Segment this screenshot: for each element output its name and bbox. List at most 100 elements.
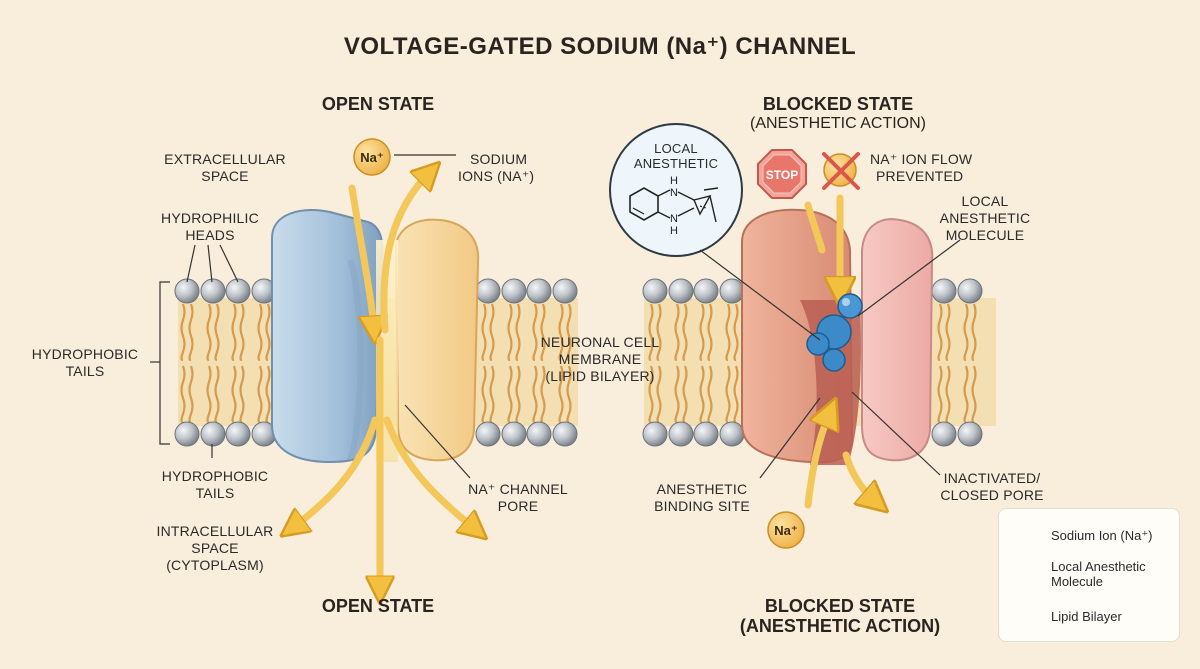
lipid-tail [206,303,212,362]
lipid-head [668,421,694,447]
blocked-state-bottom-label: BLOCKED STATE (ANESTHETIC ACTION) [720,596,960,636]
lipid-tail [707,303,713,362]
lipid-tail [963,365,969,424]
lipid-tail [733,365,739,424]
lipid-tail [481,365,487,424]
lipid-head [526,278,552,304]
blocked-bottom-title: BLOCKED STATE [764,596,916,616]
lipid-tail [231,365,237,424]
lipid-tail [648,303,654,362]
stop-text: STOP [766,168,798,182]
lipid-tail [515,303,521,362]
blocked-channel [741,208,934,465]
lipid-tail [532,303,538,362]
lipid-tail [214,303,220,362]
blocked-channel-right-subunit [861,218,934,462]
inactivated-pore-label: INACTIVATED/CLOSED PORE [940,470,1044,503]
lipid-tail [481,303,487,362]
lipid-head [642,421,668,447]
lipid-tail [699,303,705,362]
inset-atom-n1: N [670,187,678,199]
lipid-tail [507,303,513,362]
blocked-bottom-sub: (ANESTHETIC ACTION) [739,616,941,636]
inset-atom-h2: H [670,225,678,237]
inset-circle [609,123,743,257]
lipid-tail [231,303,237,362]
lipid-heads-right [642,278,983,447]
lipid-head [552,421,578,447]
open-ion-flow-arrows [292,172,476,590]
lipid-head [225,278,251,304]
blocked-top-title: BLOCKED STATE [762,94,914,114]
diagram-title: VOLTAGE-GATED SODIUM (Na⁺) CHANNEL [343,33,857,60]
lipid-tail [265,365,271,424]
open-channel-right-subunit [394,218,480,462]
anesthetic-molecule-bound [806,293,863,372]
lipid-tail [656,303,662,362]
lipid-tail [257,303,263,362]
lipid-head [719,421,745,447]
lipid-tail [971,303,977,362]
lipid-tail [725,365,731,424]
lipid-tail [180,365,186,424]
open-state-bottom-label: OPEN STATE [321,596,435,616]
lipid-tail [489,303,495,362]
lipid-tail [188,365,194,424]
legend-lipid-bilayer: Lipid Bilayer [1051,609,1122,624]
lipid-tail [180,303,186,362]
lipid-head [501,421,527,447]
open-upward-arrow [380,172,430,334]
lipid-tail [682,303,688,362]
local-anesthetic-inset: H N N H [609,123,743,257]
lipid-head [719,278,745,304]
lipid-tail [239,365,245,424]
open-ion-symbol: Na⁺ [360,150,384,165]
lipid-tail [265,303,271,362]
open-left-outflow-arrow [292,416,379,528]
lipid-tail [656,365,662,424]
lipid-tail [648,365,654,424]
open-right-outflow-arrow [383,416,476,530]
lipid-tail [239,303,245,362]
lipid-tail [540,365,546,424]
lipid-head [225,421,251,447]
lipid-head [693,421,719,447]
lipid-tail [558,303,564,362]
blocked-deflect-arrow [842,451,876,502]
blocked-top-sub: (ANESTHETIC ACTION) [749,115,926,132]
lipid-head [526,421,552,447]
lipid-tail [214,365,220,424]
open-inflow-arrow [348,184,374,330]
lipid-tail [489,365,495,424]
blocked-sodium-ion [767,511,805,549]
lipid-tail [945,303,951,362]
lipid-tail [532,365,538,424]
lipid-tail [515,365,521,424]
lipid-head [501,278,527,304]
lipid-head [931,278,957,304]
open-leader-lines [150,154,471,479]
lipid-head [475,421,501,447]
lipid-tail [937,365,943,424]
lipid-head [200,421,226,447]
lipid-tail [566,365,572,424]
inset-atom-h1: H [670,175,678,187]
lipid-tail [945,365,951,424]
stop-sign: STOP [757,149,807,199]
lipid-tail [725,303,731,362]
blocked-ion-arrows [804,194,876,505]
blocked-leader-lines [699,239,961,479]
lipid-tails-right [648,303,977,424]
legend-sodium-ion: Sodium Ion (Na⁺) [1051,528,1153,543]
